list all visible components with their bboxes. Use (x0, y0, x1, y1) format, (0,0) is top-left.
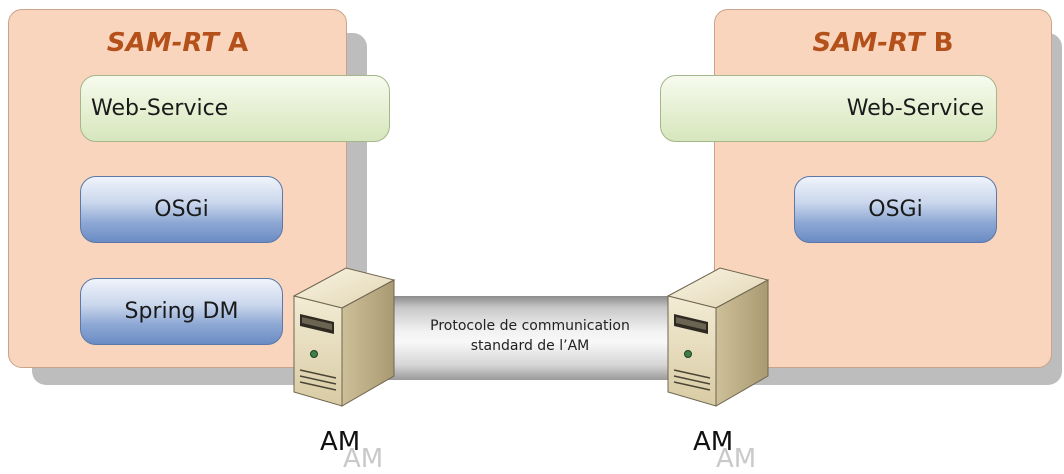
sam-rt-b-name: SAM-RT (812, 28, 925, 58)
osgi-b-label: OSGi (868, 197, 923, 222)
channel-label-line1: Protocole de communication (430, 318, 630, 334)
web-service-a-label: Web-Service (91, 96, 229, 121)
web-service-box-b: Web-Service (660, 75, 997, 142)
sam-rt-a-suffix: A (228, 28, 249, 58)
am-label-right: AM (693, 427, 734, 457)
communication-channel (380, 296, 680, 380)
sam-rt-a-name: SAM-RT (106, 28, 219, 58)
osgi-box-b: OSGi (794, 176, 997, 243)
server-icon-right (666, 267, 770, 407)
server-icon-left (292, 267, 396, 407)
channel-label-line2: standard de l’AM (470, 338, 590, 354)
web-service-b-label: Web-Service (846, 96, 984, 121)
osgi-box-a: OSGi (80, 176, 283, 243)
spring-dm-box: Spring DM (80, 278, 283, 345)
sam-rt-a-title: SAM-RT A (9, 30, 346, 56)
am-reflection-right: AM (716, 444, 757, 474)
am-label-left: AM (320, 427, 361, 457)
osgi-a-label: OSGi (154, 197, 209, 222)
web-service-box-a: Web-Service (80, 75, 390, 142)
sam-rt-b-suffix: B (933, 28, 954, 58)
channel-label: Protocole de communication standard de l… (400, 316, 660, 356)
am-reflection-left: AM (343, 444, 384, 474)
spring-dm-label: Spring DM (124, 299, 239, 324)
sam-rt-b-title: SAM-RT B (715, 30, 1051, 56)
